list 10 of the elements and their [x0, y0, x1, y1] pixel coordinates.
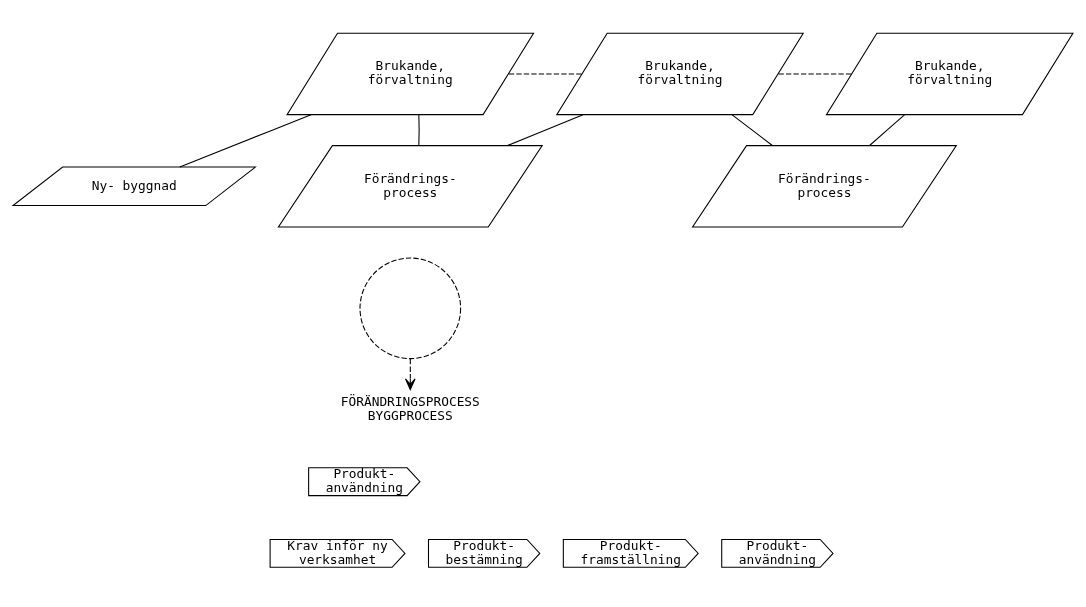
connector: [418, 114, 420, 147]
connector: [777, 73, 852, 75]
node-circle: [359, 257, 462, 360]
connector: [508, 73, 583, 75]
connector: [506, 114, 584, 147]
connector: [869, 114, 905, 147]
connector: [731, 114, 773, 147]
arrow: [404, 358, 416, 391]
connector: [179, 114, 312, 168]
node-text: FÖRÄNDRINGSPROCESS BYGGPROCESS: [340, 394, 480, 424]
